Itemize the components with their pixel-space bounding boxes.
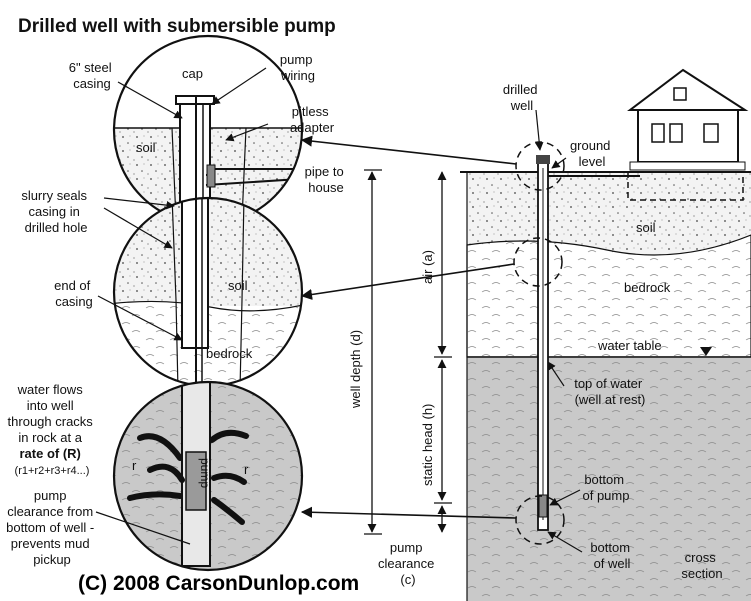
label-bedrock-circle: bedrock <box>206 346 253 361</box>
label-drilled-well: drilled well <box>503 82 541 113</box>
label-slurry-seals: slurry seals casing in drilled hole <box>21 188 90 235</box>
label-pipe-to-house: pipe to house <box>305 164 348 195</box>
detail-circle-casing-end <box>112 196 304 388</box>
labels: 6" steel casing cap pump wiring pitless … <box>6 52 722 587</box>
label-bottom-of-pump: bottom of pump <box>583 472 630 503</box>
label-well-depth: well depth (d) <box>348 330 363 409</box>
label-cap: cap <box>182 66 203 81</box>
copyright-text: (C) 2008 CarsonDunlop.com <box>78 572 359 595</box>
label-soil-circle-2: soil <box>228 278 248 293</box>
label-r-mark-right: r <box>244 462 249 477</box>
detail-circle-pump <box>112 380 304 572</box>
label-static-head: static head (h) <box>420 404 435 486</box>
label-steel-casing: 6" steel casing <box>69 60 116 91</box>
label-water-table: water table <box>597 338 662 353</box>
label-pump-wiring: pump wiring <box>280 52 316 83</box>
label-ground-level: ground level <box>570 138 614 169</box>
label-bottom-of-well: bottom of well <box>590 540 633 571</box>
house-illustration <box>627 68 749 201</box>
label-water-flows: water flows into well through cracks in … <box>8 382 97 477</box>
label-soil-circle-1: soil <box>136 140 156 155</box>
label-cross-section: cross section <box>681 550 722 581</box>
label-pitless-adapter: pitless adapter <box>290 104 335 135</box>
dimension-lines <box>364 169 452 535</box>
label-pump-clearance-note: pump clearance from bottom of well - pre… <box>6 488 98 567</box>
label-bedrock: bedrock <box>624 280 671 295</box>
cross-section <box>460 68 751 601</box>
leader-arrows <box>95 67 583 553</box>
label-air: air (a) <box>420 250 435 284</box>
label-r-mark-left: r <box>132 458 137 473</box>
label-end-of-casing: end of casing <box>54 278 94 309</box>
diagram-title: Drilled well with submersible pump <box>18 16 336 37</box>
label-top-of-water: top of water (well at rest) <box>574 376 646 407</box>
label-soil: soil <box>636 220 656 235</box>
label-pump-clearance: pump clearance (c) <box>378 540 438 587</box>
label-pump-body: pump <box>198 458 212 488</box>
